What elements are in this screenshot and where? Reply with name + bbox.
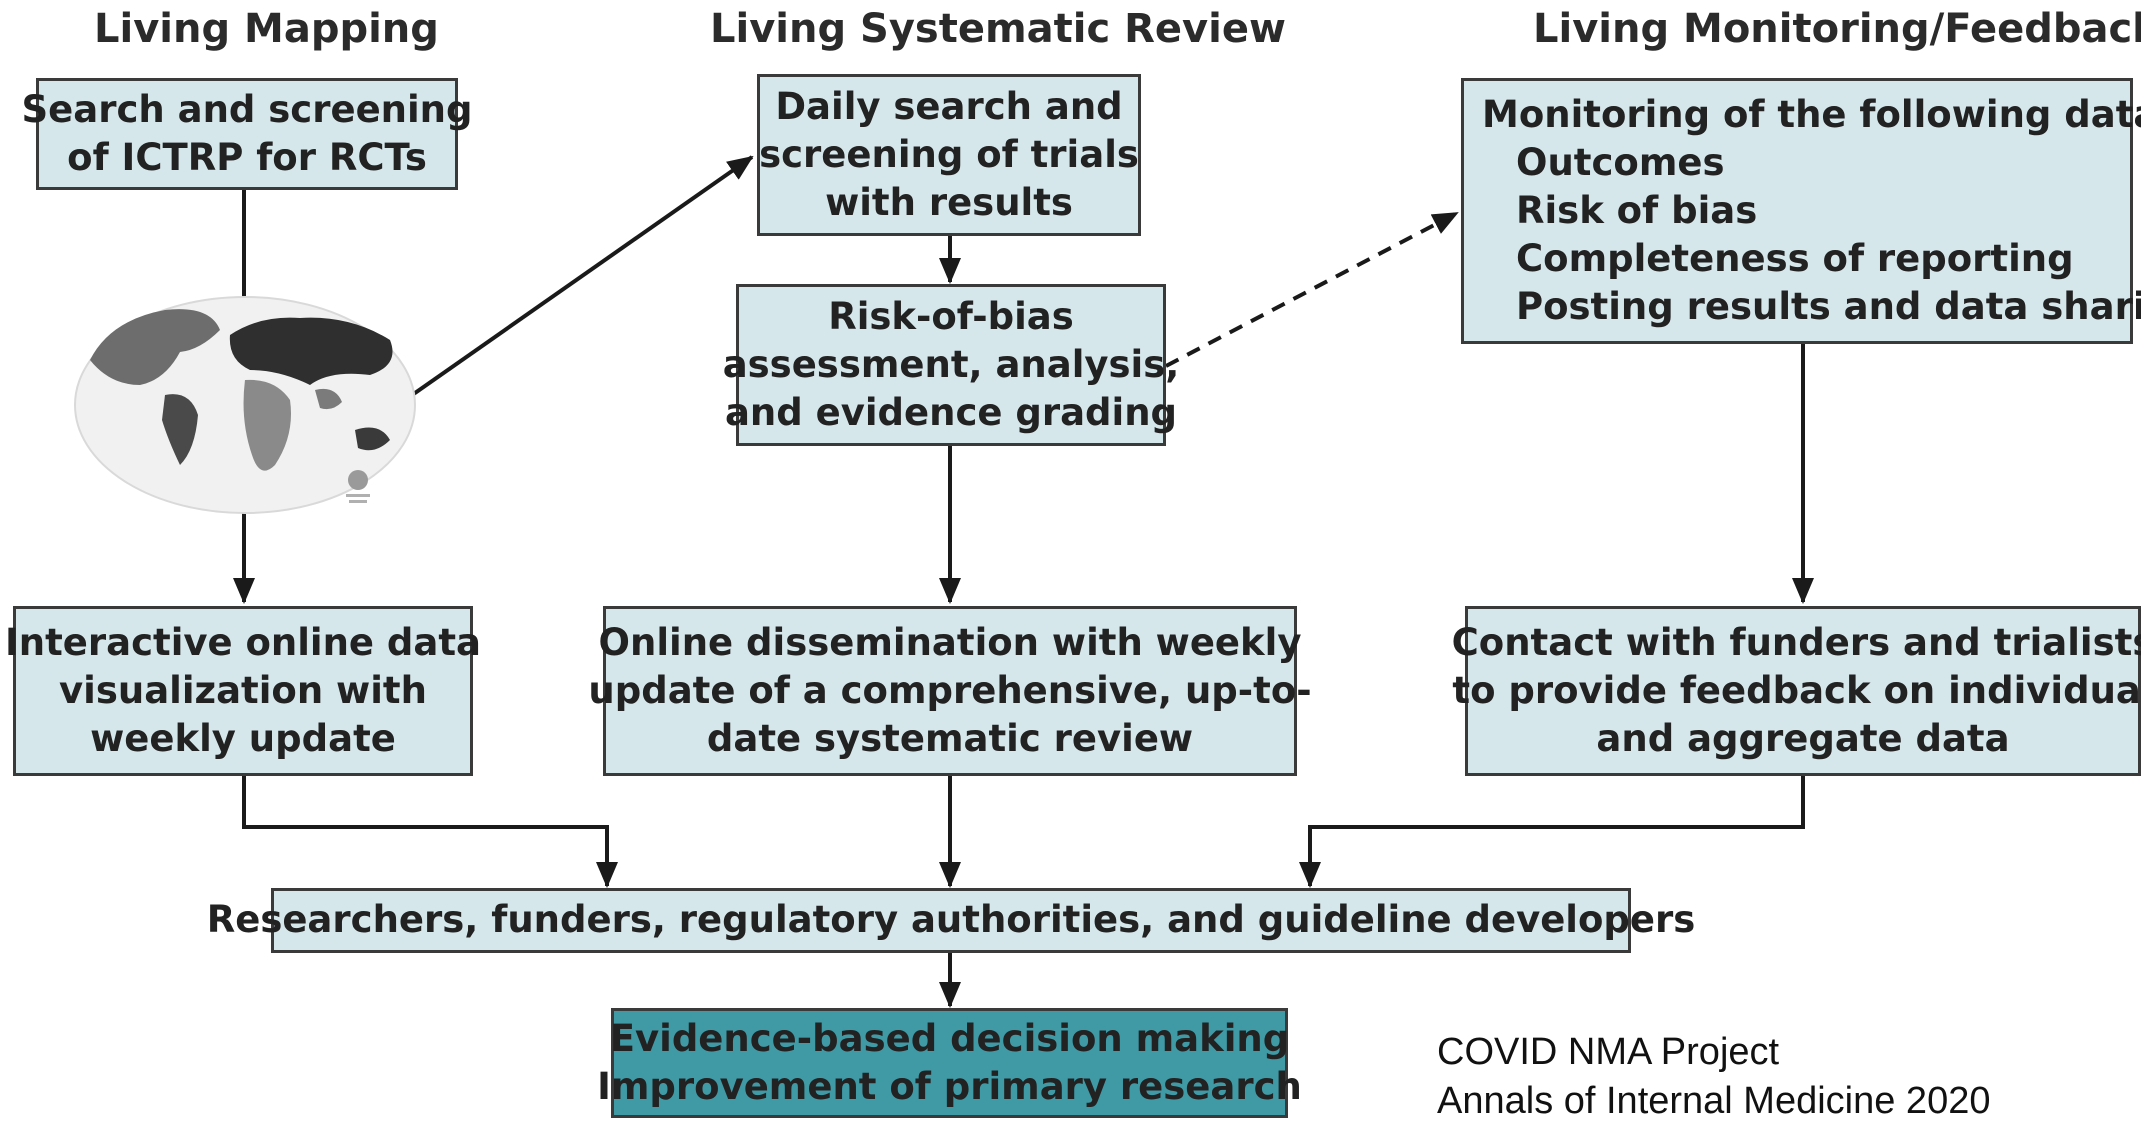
daily-search-line-3: with results: [825, 181, 1073, 225]
risk-of-bias-line-1: Risk-of-bias: [828, 294, 1074, 338]
monitoring-item-posting-results: Posting results and data sharing: [1516, 285, 2141, 329]
citation-journal: Annals of Internal Medicine 2020: [1437, 1080, 1991, 1123]
monitoring-item-risk-of-bias: Risk of bias: [1516, 188, 1758, 232]
decision-line-1: Evidence-based decision making: [609, 1016, 1290, 1060]
interactive-viz-line-2: visualization with: [59, 668, 427, 712]
column-title-living-systematic-review: Living Systematic Review: [710, 6, 1286, 52]
contact-line-2: to provide feedback on individual: [1452, 668, 2141, 712]
monitoring-box: Monitoring of the following data: Outcom…: [1461, 78, 2141, 344]
stakeholders-box: Researchers, funders, regulatory authori…: [207, 888, 1695, 953]
dissemination-line-2: update of a comprehensive, up-to-: [588, 668, 1312, 712]
online-dissemination-box: Online dissemination with weekly update …: [588, 606, 1312, 776]
daily-search-line-1: Daily search and: [775, 84, 1123, 128]
arrow-contact-to-stakeholders: [1299, 776, 1805, 888]
daily-search-box: Daily search and screening of trials wit…: [757, 74, 1141, 236]
arrow-risk-to-monitoring: [1165, 211, 1459, 368]
risk-of-bias-box: Risk-of-bias assessment, analysis, and e…: [723, 284, 1179, 446]
citation-project: COVID NMA Project: [1437, 1031, 1780, 1073]
search-ictrp-box: Search and screening of ICTRP for RCTs: [21, 78, 473, 190]
dissemination-line-1: Online dissemination with weekly: [598, 620, 1302, 664]
daily-search-line-2: screening of trials: [759, 132, 1139, 176]
citation: COVID NMA Project Annals of Internal Med…: [1437, 1028, 1990, 1127]
decision-line-2: Improvement of primary research: [597, 1065, 1302, 1108]
contact-line-1: Contact with funders and trialists: [1451, 620, 2141, 664]
dissemination-line-3: date systematic review: [706, 717, 1194, 761]
search-ictrp-line-1: Search and screening: [21, 87, 473, 131]
arrow-map-to-daily-search: [403, 155, 754, 402]
world-map-icon: [74, 296, 416, 514]
interactive-visualization-box: Interactive online data visualization wi…: [5, 606, 481, 776]
risk-of-bias-line-2: assessment, analysis,: [722, 342, 1180, 386]
decision-making-box: Evidence-based decision making Improveme…: [597, 1008, 1302, 1118]
monitoring-heading: Monitoring of the following data:: [1482, 92, 2141, 136]
interactive-viz-line-1: Interactive online data: [4, 620, 482, 664]
stakeholders-label: Researchers, funders, regulatory authori…: [206, 898, 1696, 942]
monitoring-item-outcomes: Outcomes: [1516, 140, 1725, 184]
monitoring-item-completeness: Completeness of reporting: [1516, 237, 2074, 281]
column-title-living-mapping: Living Mapping: [94, 6, 439, 52]
interactive-viz-line-3: weekly update: [90, 717, 396, 761]
arrow-visualization-to-stakeholders: [242, 776, 618, 888]
contact-line-3: and aggregate data: [1596, 717, 2010, 761]
risk-of-bias-line-3: and evidence grading: [724, 391, 1178, 435]
column-title-living-monitoring: Living Monitoring/Feedback: [1533, 6, 2141, 52]
contact-funders-box: Contact with funders and trialists to pr…: [1452, 606, 2141, 776]
search-ictrp-line-2: of ICTRP for RCTs: [67, 136, 427, 179]
